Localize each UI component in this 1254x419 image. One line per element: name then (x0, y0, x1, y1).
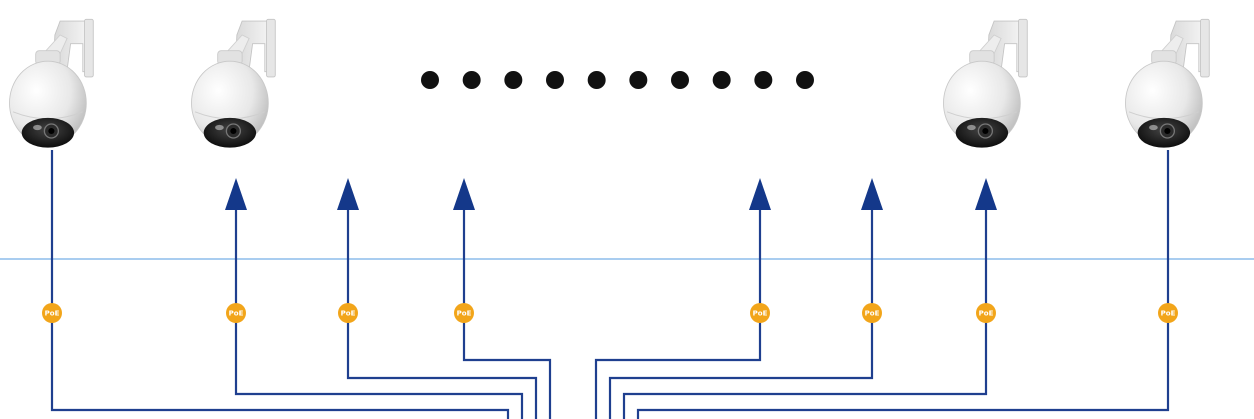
ellipsis-dot (546, 71, 564, 89)
network-cable-7 (622, 200, 988, 419)
poe-badge-label: PoE (1161, 310, 1176, 318)
ptz-dome-camera-icon (8, 18, 95, 149)
network-cable-3 (346, 200, 538, 419)
network-cable-6 (608, 200, 874, 419)
up-arrow-icon (453, 178, 475, 210)
poe-badge-circle (226, 303, 246, 323)
network-cable-8 (636, 150, 1170, 419)
ptz-dome-camera-icon (190, 18, 277, 149)
poe-badge: PoE (42, 303, 62, 323)
poe-badge-circle (42, 303, 62, 323)
poe-badge: PoE (862, 303, 882, 323)
poe-badge-circle (338, 303, 358, 323)
poe-badge: PoE (750, 303, 770, 323)
ellipsis-dot (587, 71, 606, 89)
poe-badge-label: PoE (753, 310, 768, 318)
ellipsis-dot (712, 71, 731, 89)
network-cable-2 (234, 200, 524, 419)
poe-badge: PoE (226, 303, 246, 323)
network-cable-4 (462, 200, 552, 419)
network-cable-1 (50, 150, 510, 419)
up-arrow-icon (337, 178, 359, 210)
ellipsis-dot (796, 71, 814, 89)
poe-badge-label: PoE (341, 310, 356, 318)
poe-badge: PoE (454, 303, 474, 323)
ellipsis-dot (754, 71, 773, 89)
ptz-dome-camera-icon (942, 18, 1029, 149)
poe-badge-label: PoE (229, 310, 244, 318)
ellipsis-dot (671, 71, 689, 89)
ellipsis-dot (462, 71, 481, 89)
poe-badge-circle (454, 303, 474, 323)
up-arrow-icon (861, 178, 883, 210)
up-arrow-icon (225, 178, 247, 210)
ellipsis-dot (421, 71, 439, 89)
poe-badge-label: PoE (865, 310, 880, 318)
poe-badge-circle (1158, 303, 1178, 323)
poe-badge-circle (862, 303, 882, 323)
poe-badge-circle (750, 303, 770, 323)
up-arrow-icon (975, 178, 997, 210)
poe-badge-label: PoE (979, 310, 994, 318)
poe-badge-label: PoE (457, 310, 472, 318)
ellipsis-dot (504, 71, 523, 89)
poe-badge-label: PoE (45, 310, 60, 318)
up-arrow-icon (749, 178, 771, 210)
poe-badge: PoE (976, 303, 996, 323)
poe-badge: PoE (1158, 303, 1178, 323)
ellipsis-dot (629, 71, 648, 89)
network-cable-5 (594, 200, 762, 419)
ptz-dome-camera-icon (1124, 18, 1211, 149)
poe-badge-circle (976, 303, 996, 323)
poe-badge: PoE (338, 303, 358, 323)
